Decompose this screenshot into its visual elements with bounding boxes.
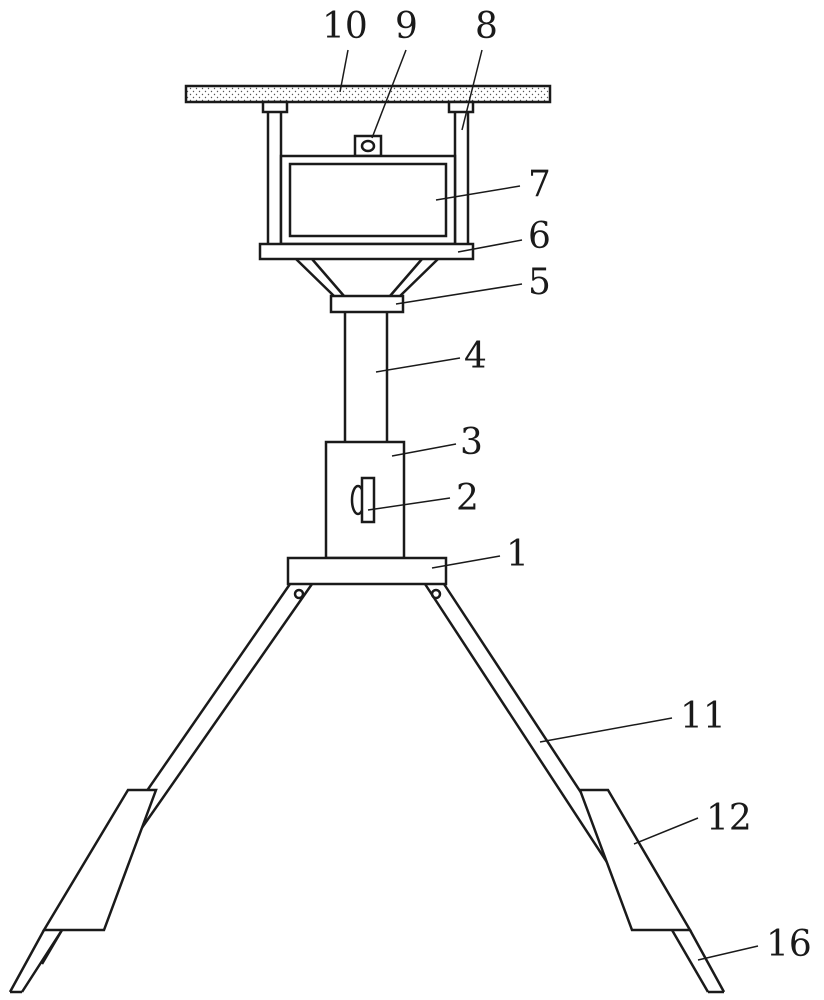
leader-lines (339, 49, 759, 961)
camera-unit (353, 134, 383, 158)
label-8: 8 (475, 6, 498, 47)
bracket (295, 258, 439, 297)
label-4: 4 (464, 336, 487, 377)
label-3: 3 (460, 422, 483, 463)
leader-3 (391, 443, 457, 457)
locking-knob (350, 476, 376, 524)
upper-rod (343, 312, 389, 442)
leader-9 (371, 49, 407, 139)
leader-8 (461, 49, 483, 131)
leader-7 (435, 185, 521, 201)
label-9: 9 (395, 6, 418, 47)
left-leg (8, 583, 314, 994)
leader-11 (539, 717, 673, 743)
leader-10 (339, 49, 349, 93)
leader-6 (457, 239, 523, 253)
label-11: 11 (680, 696, 726, 737)
base-block (286, 556, 448, 586)
leader-12 (633, 817, 699, 845)
label-2: 2 (456, 478, 479, 519)
leader-2 (367, 497, 451, 511)
leader-1 (431, 555, 501, 569)
label-10: 10 (322, 6, 368, 47)
label-1: 1 (506, 534, 529, 575)
label-6: 6 (528, 216, 551, 257)
label-16: 16 (766, 924, 812, 965)
top-panel (184, 84, 552, 104)
label-12: 12 (706, 798, 752, 839)
collar (329, 294, 405, 314)
label-7: 7 (528, 164, 551, 205)
right-leg (423, 583, 726, 994)
leader-5 (395, 283, 523, 305)
leader-16 (697, 945, 759, 961)
leader-4 (375, 357, 461, 373)
label-5: 5 (528, 262, 551, 303)
display-box (279, 154, 457, 246)
mounting-plate (258, 242, 475, 261)
